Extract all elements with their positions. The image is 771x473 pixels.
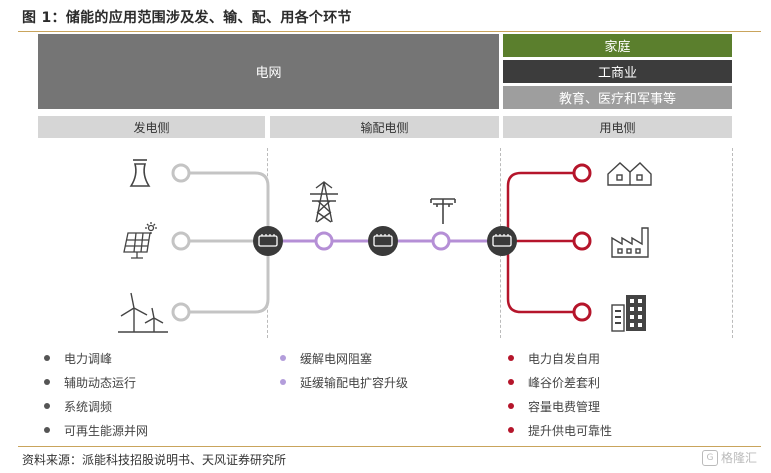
bullet-dot — [44, 355, 50, 361]
wind-turbine-icon — [118, 292, 168, 333]
list-item-label: 辅助动态运行 — [64, 375, 137, 390]
transmission-header: 输配电侧 — [270, 116, 499, 138]
bullet-dot — [44, 427, 50, 433]
cons-line-top — [506, 171, 573, 241]
list-item-label: 提升供电可靠性 — [528, 423, 613, 438]
gen-line-bot — [189, 241, 270, 314]
trans-node-2 — [431, 231, 451, 251]
power-plant-icon — [129, 159, 151, 187]
grid-box: 电网 — [38, 34, 499, 109]
public-sector-box: 教育、医疗和军事等 — [503, 86, 732, 109]
consumption-nodes — [572, 163, 592, 322]
generation-list: 电力调峰 辅助动态运行 系统调频 可再生能源并网 — [44, 346, 148, 442]
list-item-label: 系统调频 — [64, 399, 113, 414]
cons-line-bot — [506, 241, 573, 314]
list-item-label: 容量电费管理 — [528, 399, 601, 414]
bullet-dot — [280, 379, 286, 385]
consumption-header: 用电侧 — [503, 116, 732, 138]
bullet-dot — [508, 355, 514, 361]
bullet-dot — [280, 355, 286, 361]
generation-lines — [189, 171, 270, 314]
list-item: 容量电费管理 — [508, 394, 612, 418]
column-divider-3 — [732, 148, 733, 338]
bullet-dot — [508, 403, 514, 409]
gen-node-top — [171, 163, 191, 183]
transmission-list: 缓解电网阻塞 延缓输配电扩容升级 — [280, 346, 408, 394]
list-item: 峰谷价差套利 — [508, 370, 612, 394]
list-item-label: 可再生能源并网 — [64, 423, 149, 438]
figure-title: 图 1：储能的应用范围涉及发、输、配、用各个环节 — [22, 10, 352, 26]
list-item-label: 缓解电网阻塞 — [300, 351, 373, 366]
list-item: 系统调频 — [44, 394, 148, 418]
list-item-label: 电力调峰 — [64, 351, 113, 366]
transmission-nodes — [314, 231, 451, 251]
gen-node-bot — [171, 302, 191, 322]
list-item: 提升供电可靠性 — [508, 418, 612, 442]
transmission-tower-icon — [310, 181, 338, 223]
bullet-dot — [44, 403, 50, 409]
list-item-label: 峰谷价差套利 — [528, 375, 601, 390]
title-rule — [18, 31, 761, 32]
bullet-dot — [508, 379, 514, 385]
utility-pole-icon — [430, 198, 456, 224]
list-item: 缓解电网阻塞 — [280, 346, 408, 370]
battery-icon — [368, 226, 398, 256]
list-item-label: 电力自发自用 — [528, 351, 601, 366]
gen-line-top — [189, 171, 270, 241]
bullet-dot — [44, 379, 50, 385]
list-item: 延缓输配电扩容升级 — [280, 370, 408, 394]
cons-node-bot — [572, 302, 592, 322]
generation-header: 发电侧 — [38, 116, 265, 138]
house-icon — [607, 162, 652, 186]
industrial-box: 工商业 — [503, 60, 732, 83]
source-rule — [18, 446, 761, 447]
solar-panel-icon — [123, 222, 157, 259]
list-item: 辅助动态运行 — [44, 370, 148, 394]
battery-icon — [487, 226, 517, 256]
gen-node-mid — [171, 231, 191, 251]
building-icon — [611, 295, 646, 332]
watermark: G 格隆汇 — [701, 449, 757, 466]
bullet-dot — [508, 427, 514, 433]
trans-node-1 — [314, 231, 334, 251]
consumption-list: 电力自发自用 峰谷价差套利 容量电费管理 提升供电可靠性 — [508, 346, 612, 442]
list-item: 可再生能源并网 — [44, 418, 148, 442]
list-item: 电力调峰 — [44, 346, 148, 370]
cons-node-mid — [572, 231, 592, 251]
watermark-text: 格隆汇 — [720, 451, 757, 465]
cons-node-top — [572, 163, 592, 183]
list-item-label: 延缓输配电扩容升级 — [300, 375, 409, 390]
household-box: 家庭 — [503, 34, 732, 57]
consumption-lines — [506, 171, 573, 314]
watermark-logo-icon: G — [701, 449, 718, 466]
generation-nodes — [171, 163, 191, 322]
battery-icon — [253, 226, 283, 256]
list-item: 电力自发自用 — [508, 346, 612, 370]
factory-icon — [611, 227, 649, 258]
source-note: 资料来源：派能科技招股说明书、天风证券研究所 — [22, 453, 287, 467]
